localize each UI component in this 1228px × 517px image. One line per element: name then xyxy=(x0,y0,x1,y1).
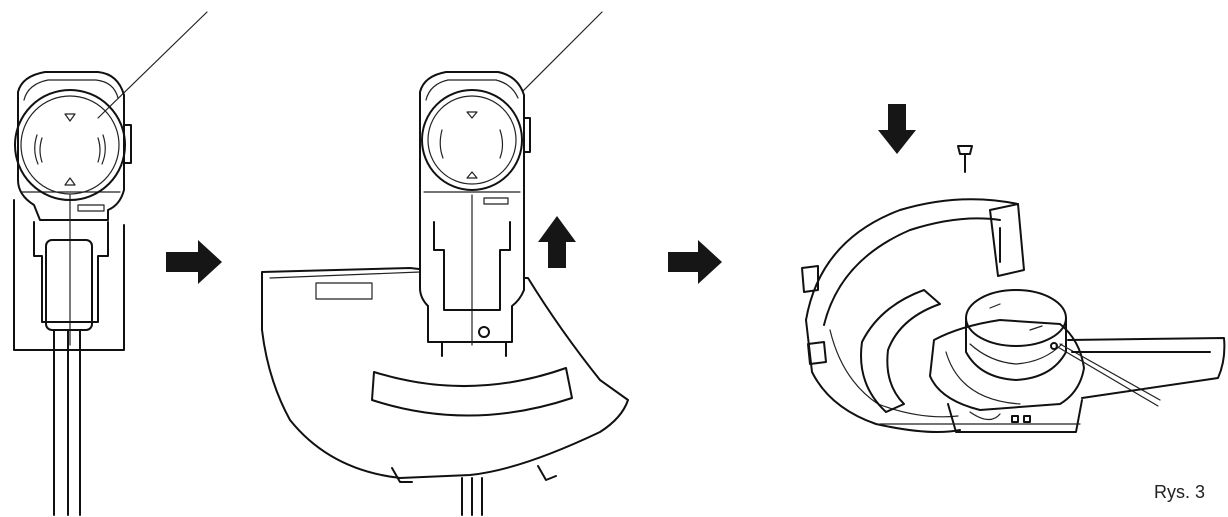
step-1-trimmer-head xyxy=(13,11,208,516)
lower-body xyxy=(33,221,109,323)
base-plate xyxy=(929,319,1085,411)
step-3-secure-guard xyxy=(801,104,1226,433)
guard xyxy=(261,267,629,479)
side-button xyxy=(523,117,531,153)
shaft xyxy=(1067,337,1226,399)
guard-window xyxy=(371,367,573,417)
triangle-mark xyxy=(466,171,478,179)
shaft-collar xyxy=(45,239,93,331)
guard xyxy=(805,198,1019,321)
guard-bracket xyxy=(989,203,1025,277)
screw-hole xyxy=(478,326,490,338)
arrow-up-icon xyxy=(538,216,576,268)
triangle-mark xyxy=(466,111,478,119)
spool-cover xyxy=(14,89,126,201)
guard-clips xyxy=(391,465,557,483)
arrow-right-icon xyxy=(668,240,722,284)
spool-cover xyxy=(421,89,523,191)
cutting-line xyxy=(1055,345,1159,407)
figure-caption: Rys. 3 xyxy=(1154,482,1206,502)
spool-top xyxy=(965,289,1067,347)
triangle-mark xyxy=(64,177,76,186)
screw xyxy=(957,145,973,155)
triangle-mark xyxy=(64,113,76,122)
motor-underside xyxy=(947,399,1083,433)
spool-body xyxy=(965,317,1067,381)
step-2-attach-guard xyxy=(261,11,629,516)
side-button xyxy=(123,124,132,164)
lower-body xyxy=(433,221,511,311)
arrow-down-icon xyxy=(878,104,916,154)
motor-housing xyxy=(17,71,125,221)
cutting-line xyxy=(97,11,208,119)
guard-window xyxy=(860,289,941,413)
arrow-right-icon xyxy=(166,240,222,284)
